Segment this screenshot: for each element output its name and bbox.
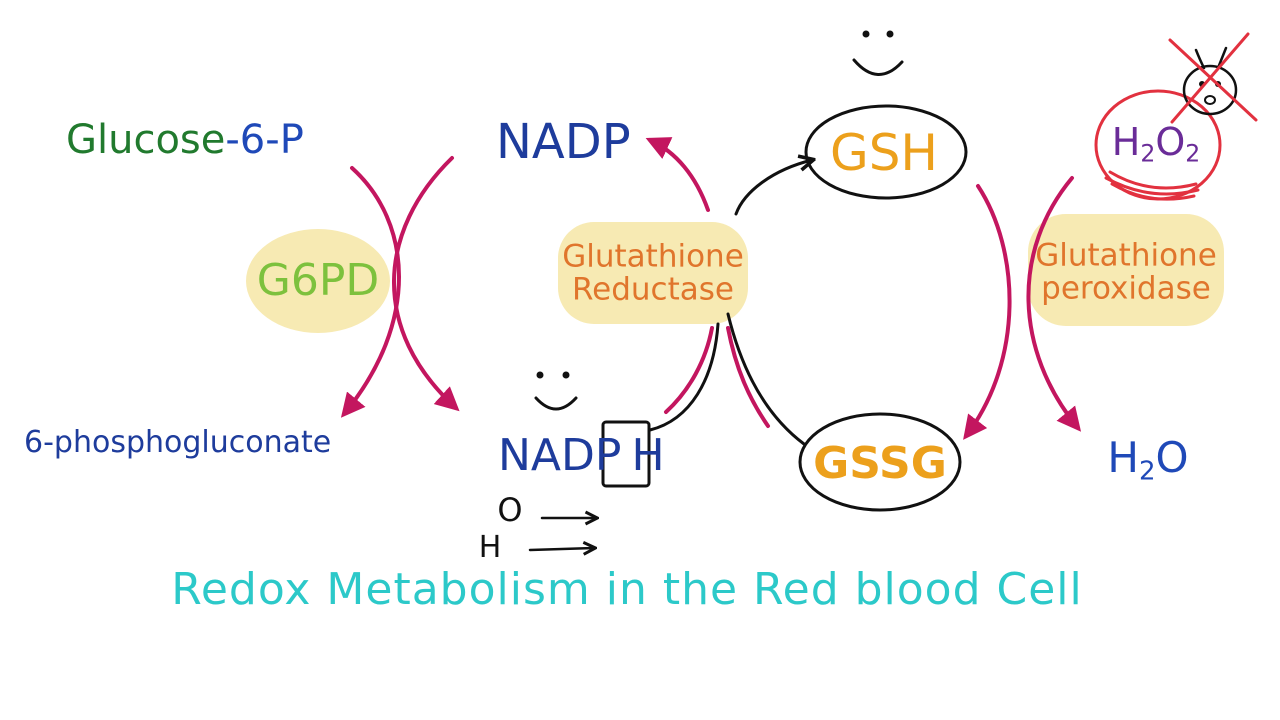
arrow-reductase-to-gssg-side: [726, 326, 770, 428]
smiley-face-icon: [852, 30, 904, 76]
arrow-h2o2-to-h2o: [1026, 176, 1082, 432]
glutathione-peroxidase-enzyme: Glutathione peroxidase: [1035, 239, 1217, 304]
glucose-text: Glucose: [66, 117, 226, 163]
cycle-line-nadph-box: [648, 322, 720, 432]
nadph-hydrogen-box: [601, 420, 651, 488]
h2o2-o: O: [1155, 120, 1186, 164]
glutathione-peroxidase-highlight: [1028, 214, 1224, 326]
h2o-h: H: [1107, 433, 1139, 482]
g6pd-highlight: [246, 229, 390, 333]
arrow-gsh-to-gssg: [963, 184, 1012, 440]
g6pd-enzyme: G6PD: [256, 255, 380, 306]
nadp-label: NADP: [496, 114, 631, 170]
hydrogen-arrow: [528, 548, 594, 550]
arrow-nadph-to-reductase: [664, 326, 714, 414]
gsh-label: GSH: [829, 124, 939, 182]
hydrogen-note: H: [478, 530, 502, 565]
h2o2-scribble: [1104, 170, 1200, 201]
arrow-nadp-to-nadph: [392, 156, 460, 412]
glutathione-reductase-line1: Glutathione: [562, 238, 744, 275]
h2o2-sub2: 2: [1185, 139, 1201, 168]
glutathione-peroxidase-line2: peroxidase: [1041, 270, 1211, 306]
smiley-face-icon: [534, 371, 578, 411]
glutathione-reductase-highlight: [558, 222, 748, 324]
gsh-circle: [804, 104, 968, 200]
h2o2-sub1: 2: [1140, 139, 1156, 168]
h2o-label: H2O: [1107, 437, 1188, 485]
h2o-o: O: [1155, 433, 1189, 482]
glutathione-reductase-line2: Reductase: [572, 271, 734, 307]
h2o2-label: H2O2: [1111, 120, 1200, 165]
nadph-hydrogen-text: H: [631, 430, 665, 481]
oxygen-note: O: [497, 491, 523, 529]
h2o-sub: 2: [1138, 456, 1156, 487]
cycle-line-reductase-to-gssg: [726, 312, 806, 446]
h2o2-h: H: [1111, 120, 1141, 164]
crossed-out-bug-icon: [1168, 32, 1258, 124]
glucose-6-p-label: Glucose-6-P: [66, 120, 304, 160]
nadph-main-text: NADP: [498, 430, 622, 481]
gssg-circle: [798, 412, 962, 512]
six-p-text: -6-P: [225, 117, 304, 163]
diagram-title: Redox Metabolism in the Red blood Cell: [171, 564, 1083, 615]
glutathione-reductase-enzyme: Glutathione Reductase: [562, 240, 744, 305]
cycle-line-gssg-to-gsh: [734, 160, 812, 216]
arrow-glucose-to-phosphogluconate: [340, 166, 401, 418]
arrow-reductase-to-nadp: [645, 137, 710, 212]
glutathione-peroxidase-line1: Glutathione: [1035, 237, 1217, 274]
gssg-label: GSSG: [813, 438, 947, 489]
phosphogluconate-label: 6-phosphogluconate: [24, 425, 332, 460]
